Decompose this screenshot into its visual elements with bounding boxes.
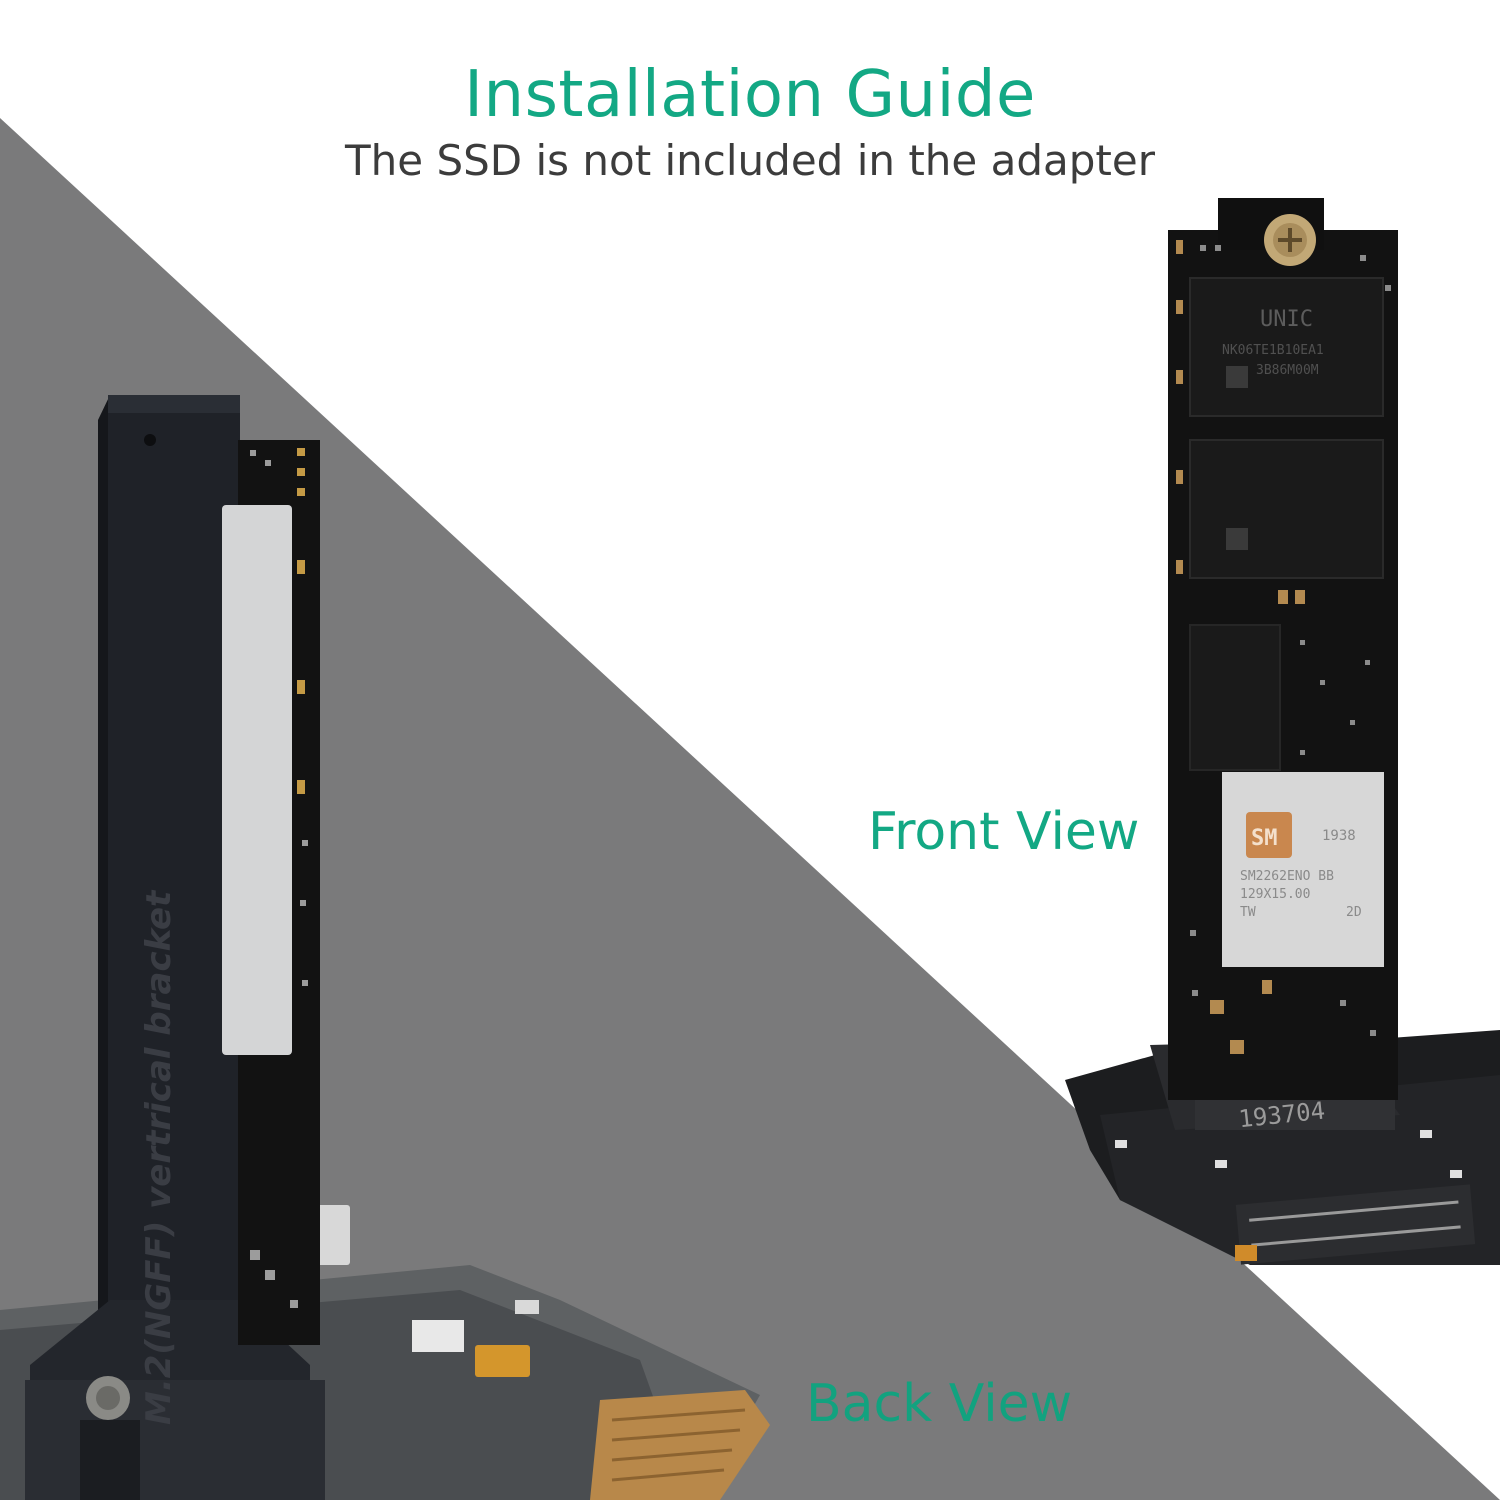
page-subtitle: The SSD is not included in the adapter xyxy=(345,136,1155,185)
dram-chip xyxy=(1189,624,1281,771)
front-view-photo: 193704 UNIC N xyxy=(1065,198,1500,1265)
nand-flash-chip-2 xyxy=(1189,439,1384,579)
nand-flash-chip-1 xyxy=(1189,277,1384,417)
controller-logo xyxy=(1246,812,1292,858)
vertical-bracket-side xyxy=(98,395,110,1340)
orange-capacitor xyxy=(475,1345,530,1377)
ssd-back-label xyxy=(222,505,292,1055)
vertical-bracket xyxy=(108,395,240,1335)
back-view-photo: M.2(NGFF) vertrical bracket xyxy=(0,395,770,1500)
flash-line2: 3B86M00M xyxy=(1256,363,1319,378)
controller-line3: TW xyxy=(1240,905,1256,920)
front-view-label: Front View xyxy=(868,802,1140,862)
back-view-label: Back View xyxy=(806,1374,1073,1434)
controller-line2: 129X15.00 xyxy=(1240,887,1310,902)
flash-code: NK06TE1B10EA1 xyxy=(1222,343,1324,358)
ssd-controller-chip xyxy=(1222,772,1384,967)
controller-code: 1938 xyxy=(1322,828,1356,844)
bracket-engraving: M.2(NGFF) vertrical bracket xyxy=(139,889,179,1425)
page-title: Installation Guide xyxy=(464,58,1036,132)
controller-model: SM2262ENO BB xyxy=(1240,869,1334,884)
controller-line4: 2D xyxy=(1346,905,1362,920)
flash-brand: UNIC xyxy=(1260,307,1313,332)
svg-text:SM: SM xyxy=(1251,826,1278,851)
